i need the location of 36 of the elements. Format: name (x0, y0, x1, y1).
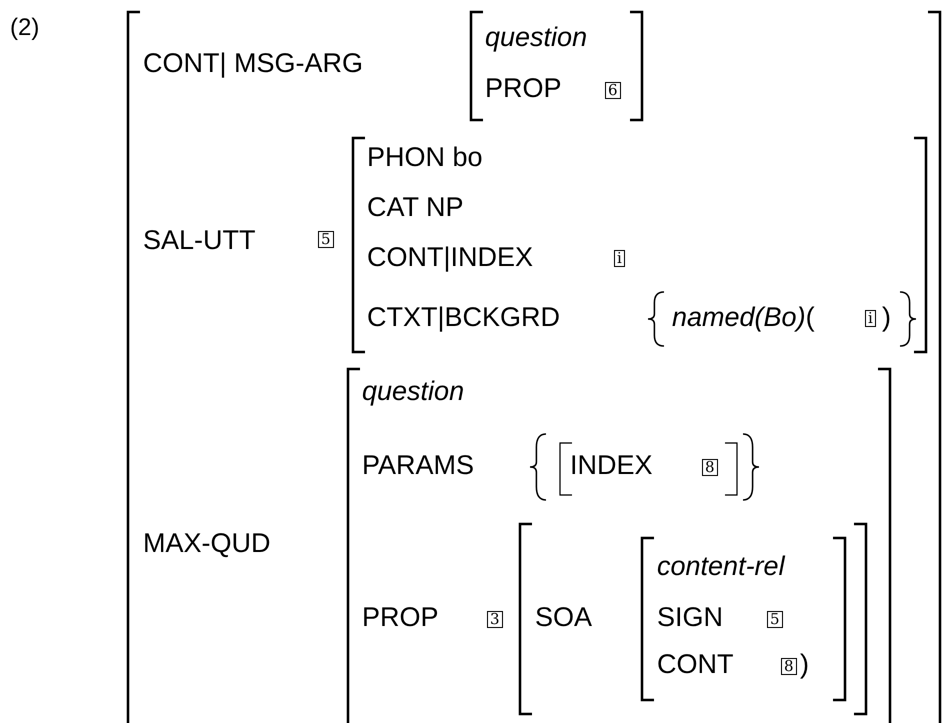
feature-matrix (348, 369, 890, 723)
feature-text: SIGN (657, 602, 724, 632)
feature-text: CAT NP (367, 192, 464, 222)
feature-text: PHON bo (367, 142, 483, 172)
structure-tag: 8 (702, 459, 718, 476)
feature-text: CONT| MSG-ARG (143, 48, 364, 78)
feature-text: INDEX (570, 450, 653, 480)
feature-text: CONT|INDEX (367, 242, 534, 272)
feature-matrix (560, 443, 737, 495)
structure-tag: 5 (318, 231, 334, 248)
feature-matrix (353, 138, 926, 352)
structure-tag: 6 (605, 82, 621, 99)
feature-text: ) (800, 649, 809, 679)
feature-matrix (642, 538, 845, 700)
type-label: question (362, 376, 464, 406)
structure-tag: 8 (781, 658, 797, 675)
type-label: content-rel (657, 551, 785, 581)
feature-text: PARAMS (362, 450, 474, 480)
feature-text: SOA (535, 602, 592, 632)
feature-matrix (520, 524, 866, 714)
feature-matrix (128, 12, 940, 723)
feature-text: ) (882, 302, 891, 332)
feature-text: CTXT|BCKGRD (367, 302, 560, 332)
structure-tag: i (614, 250, 625, 267)
feature-text: SAL-UTT (143, 225, 256, 255)
feature-text: PROP (485, 73, 562, 103)
feature-text: MAX-QUD (143, 528, 270, 558)
feature-text: named(Bo)( (672, 302, 815, 332)
feature-text: CONT (657, 649, 734, 679)
feature-text: PROP (362, 602, 439, 632)
type-label: question (485, 22, 588, 52)
example-number: (2) (10, 14, 40, 42)
structure-tag: i (865, 310, 876, 327)
structure-tag: 3 (487, 611, 503, 628)
structure-tag: 5 (767, 611, 783, 628)
feature-matrix (471, 12, 642, 120)
